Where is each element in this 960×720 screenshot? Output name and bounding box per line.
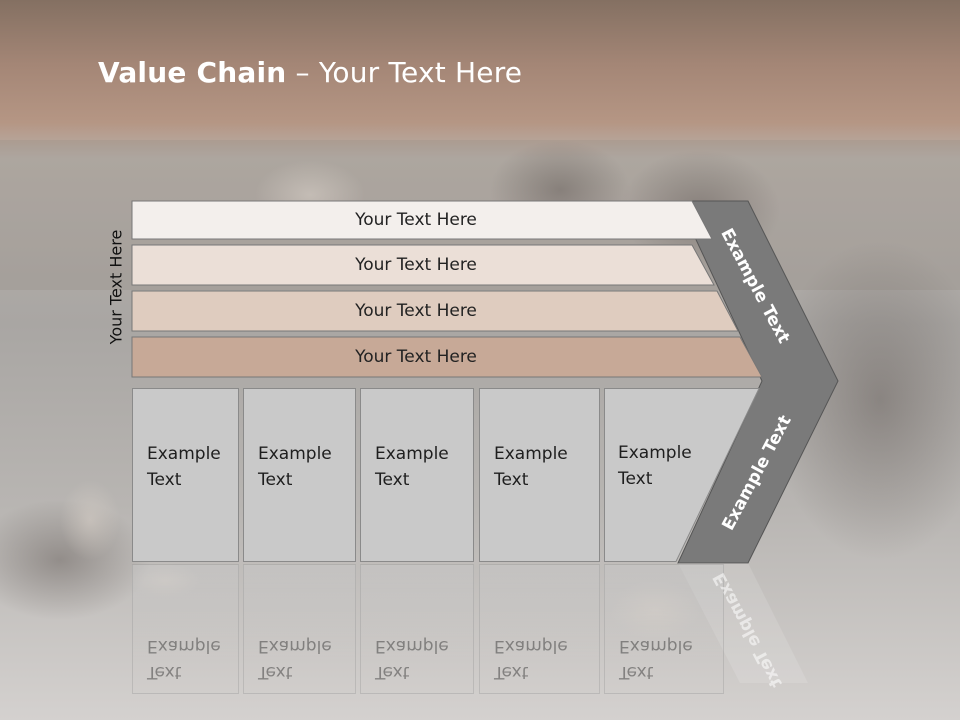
box-2-reflection-label: Text Example: [258, 633, 332, 685]
box-1-reflection: Text Example: [132, 564, 239, 694]
band-4-label: Your Text Here: [355, 347, 477, 367]
box-5-line2: Text: [618, 469, 653, 489]
box-5-reflection-line1: Example: [619, 636, 693, 656]
page-title-rest: – Your Text Here: [286, 56, 523, 89]
band-1: Your Text Here: [131, 200, 732, 240]
box-3-line1: Example: [375, 444, 449, 464]
box-1-reflection-line1: Example: [147, 636, 221, 656]
band-2-shape: [131, 244, 715, 286]
box-4-reflection-label: Text Example: [494, 633, 568, 685]
box-1-reflection-line2: Text: [147, 662, 182, 682]
box-4-reflection-line1: Example: [494, 636, 568, 656]
box-2-line1: Example: [258, 444, 332, 464]
band-4-shape: [131, 336, 763, 378]
side-label: Your Text Here: [106, 229, 126, 345]
box-2-reflection-line2: Text: [258, 662, 293, 682]
box-4-reflection: Text Example: [479, 564, 600, 694]
band-2: Your Text Here: [131, 244, 732, 286]
box-4-line1: Example: [494, 444, 568, 464]
band-4: Your Text Here: [131, 336, 772, 378]
box-5-reflection: Text Example: [604, 564, 724, 694]
box-3-line2: Text: [375, 470, 410, 490]
page-title: Value Chain – Your Text Here: [98, 56, 522, 89]
box-5-reflection-label: Text Example: [619, 633, 693, 685]
band-2-label: Your Text Here: [355, 255, 477, 275]
band-3-label: Your Text Here: [355, 301, 477, 321]
box-1-reflection-label: Text Example: [147, 633, 221, 685]
box-5-line1: Example: [618, 443, 692, 463]
box-2-line2: Text: [258, 470, 293, 490]
box-4-reflection-line2: Text: [494, 662, 529, 682]
box-2-reflection-line1: Example: [258, 636, 332, 656]
box-3-reflection-line1: Example: [375, 636, 449, 656]
box-3-reflection: Text Example: [360, 564, 474, 694]
band-3: Your Text Here: [131, 290, 752, 332]
band-1-label: Your Text Here: [355, 210, 477, 230]
band-1-shape: [131, 200, 713, 240]
box-2-reflection: Text Example: [243, 564, 356, 694]
box-1-line2: Text: [147, 470, 182, 490]
box-3-reflection-label: Text Example: [375, 633, 449, 685]
page-title-bold: Value Chain: [98, 56, 287, 89]
box-5-shape: [604, 388, 760, 562]
box-1-line1: Example: [147, 444, 221, 464]
box-5-reflection-line2: Text: [619, 662, 654, 682]
box-3-reflection-line2: Text: [375, 662, 410, 682]
box-4-line2: Text: [494, 470, 529, 490]
band-3-shape: [131, 290, 739, 332]
